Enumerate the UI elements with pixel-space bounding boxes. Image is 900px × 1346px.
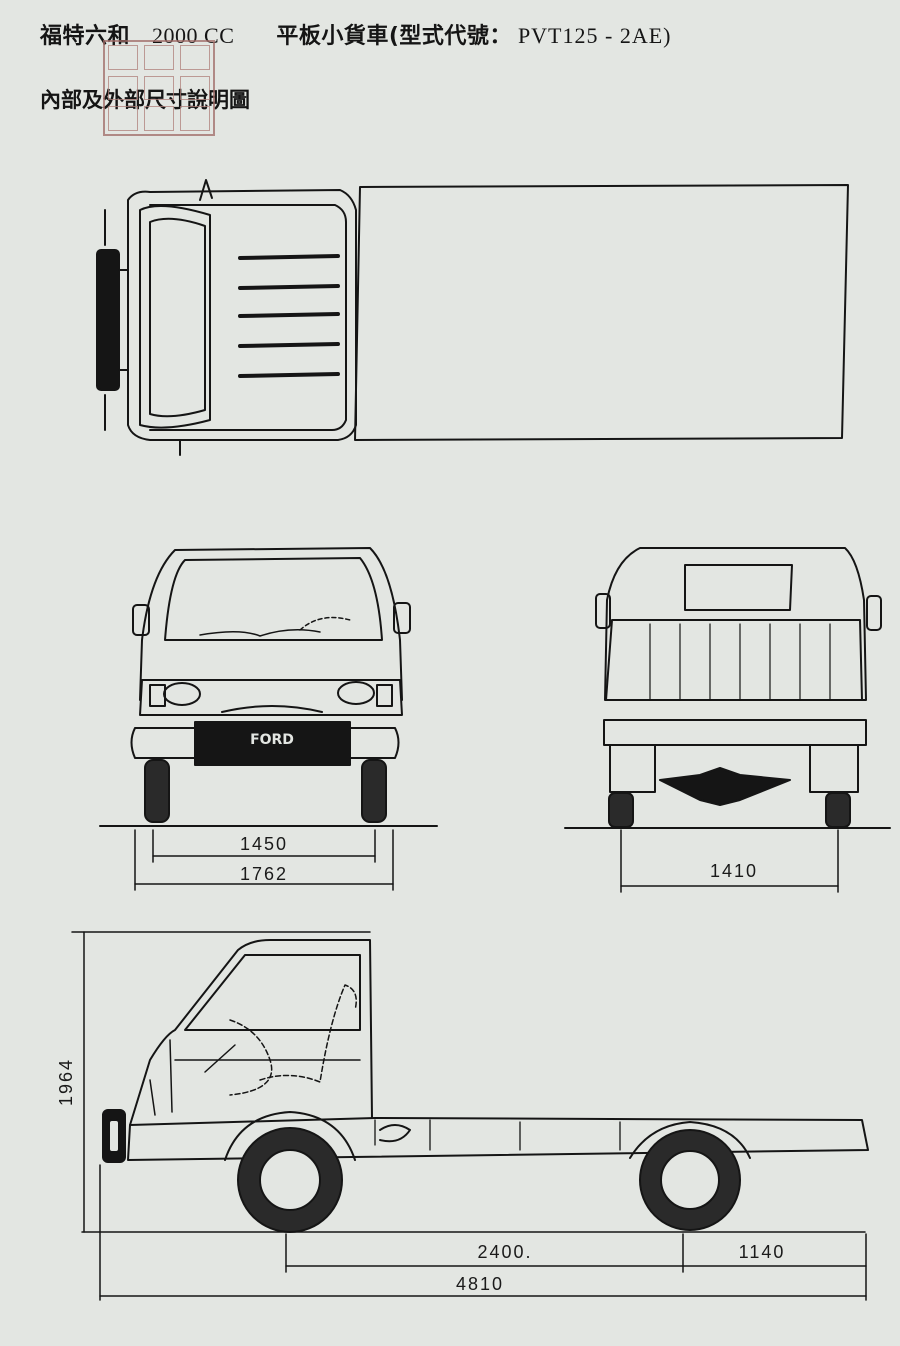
model-code: PVT125 - 2AE) <box>517 23 672 48</box>
seal-stamp <box>103 40 215 136</box>
height-label: 1964 <box>56 1058 76 1106</box>
front-view <box>130 547 411 823</box>
wheelbase-label: 2400. <box>477 1242 532 1262</box>
rear-dimension-lines <box>620 829 839 893</box>
front-dimension-lines <box>134 829 394 891</box>
rear-view <box>595 547 882 828</box>
engine-spec: 2000 CC <box>152 23 235 48</box>
top-view <box>96 179 849 456</box>
brand-name: 福特六和 <box>40 24 131 49</box>
rear-track-label: 1410 <box>710 861 758 881</box>
model-name: 平板小貨車(型式代號： <box>276 24 512 49</box>
rear-overhang-label: 1140 <box>739 1242 786 1262</box>
ford-badge: FORD <box>250 732 294 748</box>
front-track-label: 1450 <box>240 834 288 854</box>
overall-length-label: 4810 <box>456 1274 504 1294</box>
overall-width-label: 1762 <box>240 864 288 884</box>
header-title: 福特六和 2000 CC 平板小貨車(型式代號：PVT125 - 2AE) <box>40 18 671 50</box>
side-view <box>102 939 869 1233</box>
side-dimension-lines <box>71 931 867 1301</box>
